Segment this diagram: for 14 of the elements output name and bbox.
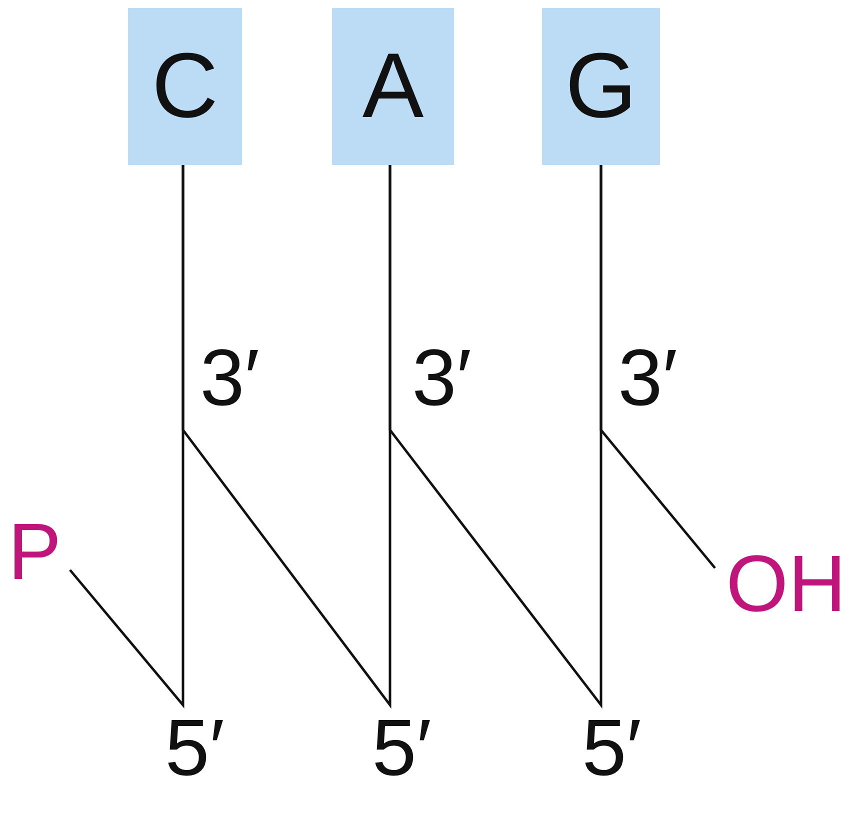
end-label: 3′ xyxy=(412,338,472,418)
end-label: 5′ xyxy=(165,708,224,788)
end-label: 3′ xyxy=(618,338,678,418)
end-group-label: OH xyxy=(726,544,846,624)
base-box: C xyxy=(128,8,242,165)
backbone-line xyxy=(182,165,392,709)
backbone-line xyxy=(388,165,602,709)
backbone-line xyxy=(600,165,716,569)
base-box: A xyxy=(332,8,454,165)
end-label: 5′ xyxy=(372,708,432,788)
end-label: 3′ xyxy=(200,338,260,418)
end-group-label: P xyxy=(8,512,62,592)
end-label: 5′ xyxy=(582,708,642,788)
base-box: G xyxy=(542,8,660,165)
